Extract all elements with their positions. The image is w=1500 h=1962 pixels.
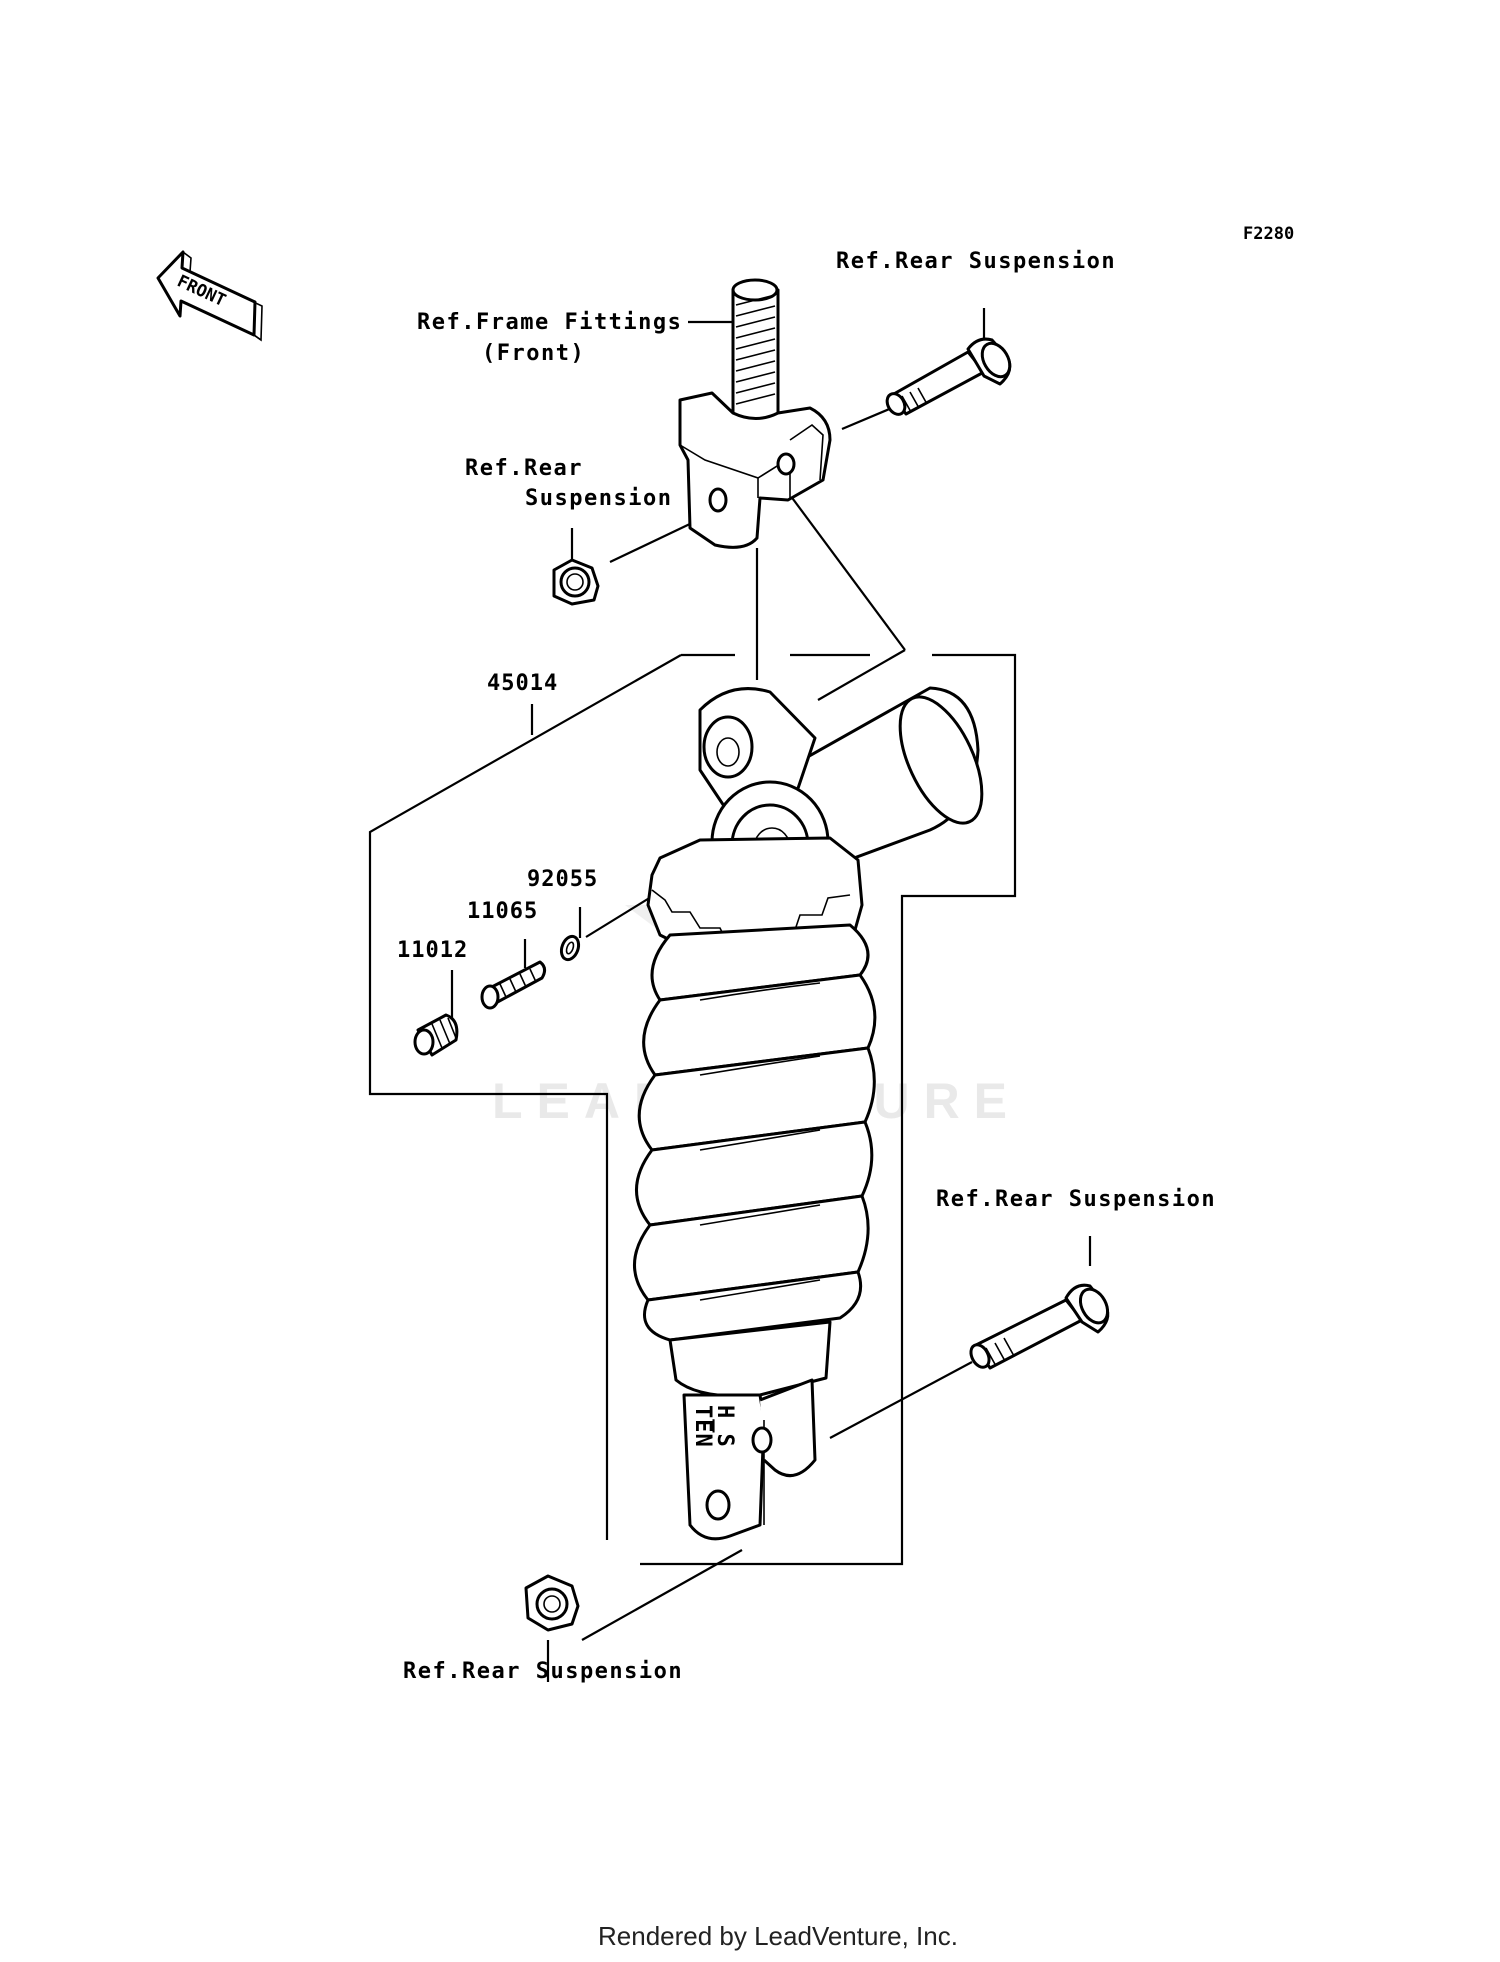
label-ref-rear-suspension-top: Ref.Rear Suspension bbox=[836, 249, 1116, 274]
o-ring-92055 bbox=[559, 934, 581, 962]
shock-absorber: TEN H_S bbox=[633, 686, 984, 1541]
label-ref-rear-suspension-bottom: Ref.Rear Suspension bbox=[403, 1659, 683, 1684]
valve-11065 bbox=[480, 960, 547, 1010]
label-ref-rear-suspension-right: Ref.Rear Suspension bbox=[936, 1187, 1216, 1212]
label-ref-frame-fittings: Ref.Frame Fittings bbox=[417, 310, 682, 335]
shock-mark-hs: H_S bbox=[712, 1405, 737, 1448]
label-ref-rear-left-2: Suspension bbox=[525, 486, 672, 511]
part-number-45014: 45014 bbox=[487, 671, 558, 696]
top-left-nut bbox=[552, 558, 600, 606]
label-ref-rear-left-1: Ref.Rear bbox=[465, 456, 583, 481]
lower-bolt bbox=[969, 1283, 1110, 1370]
footer-credit: Rendered by LeadVenture, Inc. bbox=[598, 1921, 958, 1951]
diagram-code: F2280 bbox=[1243, 224, 1294, 244]
part-number-11012: 11012 bbox=[397, 938, 468, 963]
shock-spring bbox=[633, 923, 877, 1342]
part-number-11065: 11065 bbox=[467, 899, 538, 924]
frame-fitting-bracket bbox=[678, 278, 832, 549]
front-arrow-icon: FRONT bbox=[156, 250, 263, 342]
top-bolt bbox=[885, 337, 1012, 416]
part-number-92055: 92055 bbox=[527, 867, 598, 892]
shock-mark-ten: TEN bbox=[690, 1405, 715, 1448]
cap-11012 bbox=[413, 1013, 459, 1057]
lower-nut bbox=[524, 1574, 580, 1632]
label-ref-frame-front: (Front) bbox=[482, 341, 585, 366]
